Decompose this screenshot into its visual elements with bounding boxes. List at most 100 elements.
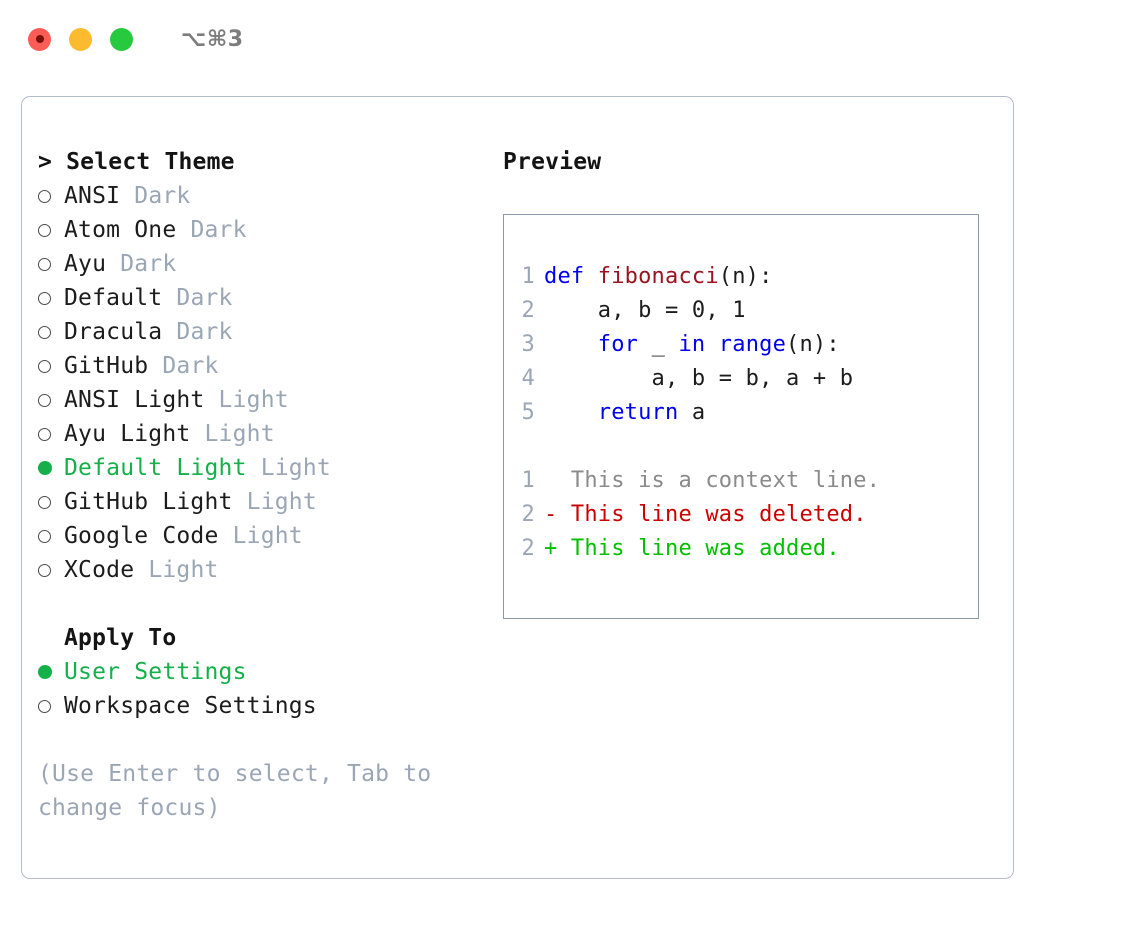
keyboard-hint-text: (Use Enter to select, Tab to change focu… [38, 761, 432, 821]
radio-shape [38, 563, 51, 577]
line-number: 1 [521, 264, 535, 289]
code-line: 2+ This line was added. [504, 532, 978, 566]
theme-option-label: XCode [64, 557, 135, 583]
code-token-plain [544, 400, 598, 425]
radio-unselected-icon[interactable] [38, 291, 64, 305]
list-spacer [38, 587, 502, 621]
radio-unselected-icon[interactable] [38, 359, 64, 373]
radio-unselected-icon[interactable] [38, 189, 64, 203]
window-controls [28, 27, 133, 51]
select-theme-header-label [52, 149, 66, 175]
keyboard-shortcut-label: ⌥⌘3 [181, 26, 244, 52]
code-line: 3 for _ in range(n): [504, 328, 978, 362]
theme-option-label: Google Code [64, 523, 219, 549]
label-gap [233, 485, 247, 519]
theme-option-row[interactable]: XCode Light [38, 553, 502, 587]
preview-title: Preview [503, 149, 602, 175]
apply-to-option-row[interactable]: Workspace Settings [38, 689, 502, 723]
code-line-content: a, b = 0, 1 [544, 294, 746, 328]
line-number: 2 [521, 502, 535, 527]
label-gap [204, 383, 218, 417]
code-line-content: return a [544, 396, 705, 430]
code-line-content: a, b = b, a + b [544, 362, 854, 396]
label-gap [148, 349, 162, 383]
radio-selected-icon[interactable] [38, 461, 64, 475]
code-line: 5 return a [504, 396, 978, 430]
theme-option-row[interactable]: GitHub Dark [38, 349, 502, 383]
maximize-button[interactable] [110, 27, 133, 51]
radio-shape [38, 393, 51, 407]
radio-shape [38, 461, 52, 475]
radio-shape [38, 223, 51, 237]
radio-unselected-icon[interactable] [38, 325, 64, 339]
theme-option-row[interactable]: Default Light Light [38, 451, 502, 485]
code-token-plain: _ [638, 332, 679, 357]
radio-unselected-icon[interactable] [38, 393, 64, 407]
radio-shape [38, 325, 51, 339]
code-line-content: for _ in range(n): [544, 328, 840, 362]
theme-option-row[interactable]: ANSI Dark [38, 179, 502, 213]
theme-option-row[interactable]: Ayu Light Light [38, 417, 502, 451]
radio-shape [38, 699, 51, 713]
radio-unselected-icon[interactable] [38, 495, 64, 509]
code-line-content: This is a context line. [544, 464, 880, 498]
theme-option-label: Default Light [64, 455, 247, 481]
theme-option-row[interactable]: Default Dark [38, 281, 502, 315]
radio-shape [38, 359, 51, 373]
code-token-kw: for [597, 332, 639, 357]
code-token-fn: fibonacci [597, 264, 719, 289]
code-token-plain: a, b = 0, 1 [544, 298, 746, 323]
radio-shape [38, 257, 51, 271]
radio-unselected-icon[interactable] [38, 563, 64, 577]
minimize-button[interactable] [69, 27, 92, 51]
code-token-plain: a [678, 400, 706, 425]
apply-to-option-label: Workspace Settings [64, 693, 317, 719]
theme-option-row[interactable]: GitHub Light Light [38, 485, 502, 519]
code-token-plain [544, 332, 598, 357]
theme-option-row[interactable]: Google Code Light [38, 519, 502, 553]
code-line-content: + This line was added. [544, 532, 840, 566]
radio-unselected-icon[interactable] [38, 699, 64, 713]
focus-caret-icon: > [38, 149, 53, 175]
theme-option-variant-badge: Light [204, 421, 275, 447]
theme-option-label: GitHub Light [64, 489, 233, 515]
theme-option-label: Atom One [64, 217, 177, 243]
radio-unselected-icon[interactable] [38, 257, 64, 271]
code-blank-line [504, 430, 978, 464]
theme-option-row[interactable]: ANSI Light Light [38, 383, 502, 417]
label-gap [162, 281, 176, 315]
theme-option-variant-badge: Light [246, 489, 317, 515]
code-line-content: def fibonacci(n): [544, 260, 773, 294]
theme-option-row[interactable]: Atom One Dark [38, 213, 502, 247]
code-token-kw: def [544, 264, 598, 289]
label-gap [106, 247, 120, 281]
radio-unselected-icon[interactable] [38, 427, 64, 441]
code-token-plain: (n): [718, 264, 773, 289]
close-button[interactable] [28, 27, 51, 51]
radio-shape [38, 495, 51, 509]
radio-unselected-icon[interactable] [38, 223, 64, 237]
theme-option-variant-badge: Dark [120, 251, 177, 277]
theme-option-variant-badge: Dark [176, 319, 233, 345]
theme-option-variant-badge: Light [218, 387, 289, 413]
record-dot-icon [35, 35, 44, 43]
theme-option-row[interactable]: Ayu Dark [38, 247, 502, 281]
theme-option-label: Ayu [64, 251, 107, 277]
radio-selected-icon[interactable] [38, 665, 64, 679]
label-gap [176, 213, 190, 247]
apply-to-option-row[interactable]: User Settings [38, 655, 502, 689]
code-token-plain: (n): [786, 332, 840, 357]
radio-shape [38, 427, 51, 441]
theme-option-variant-badge: Light [148, 557, 219, 583]
label-gap [134, 553, 148, 587]
line-number: 2 [521, 298, 535, 323]
radio-unselected-icon[interactable] [38, 529, 64, 543]
theme-option-variant-badge: Dark [162, 353, 219, 379]
label-gap [219, 519, 233, 553]
theme-option-row[interactable]: Dracula Dark [38, 315, 502, 349]
line-number: 1 [521, 468, 535, 493]
theme-option-label: Ayu Light [64, 421, 191, 447]
